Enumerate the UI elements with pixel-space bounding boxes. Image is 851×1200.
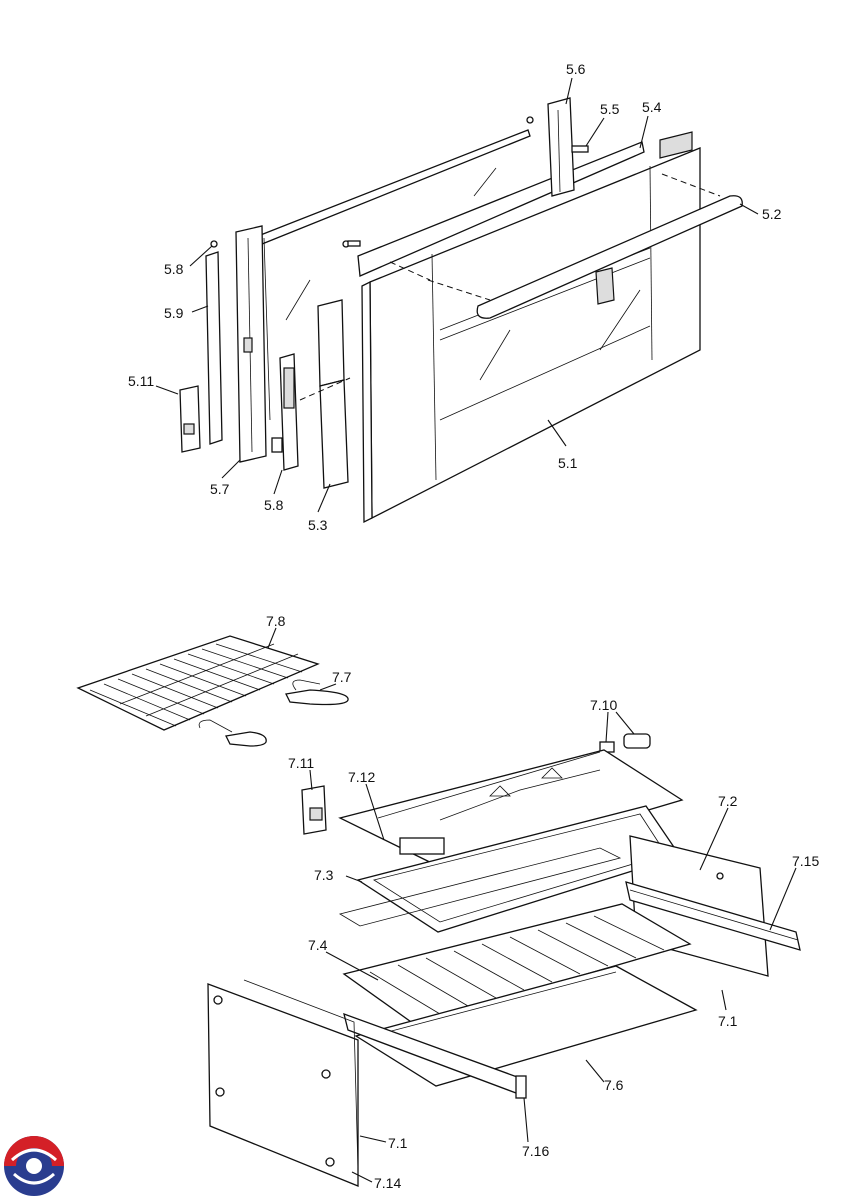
label-7-2: 7.2 bbox=[718, 793, 738, 809]
brand-logo bbox=[4, 1136, 64, 1196]
door-handle bbox=[476, 195, 743, 319]
door-assembly: 5.6 5.5 5.4 5.2 5.8 5.9 5.11 5.7 5.8 5.3… bbox=[128, 61, 782, 533]
label-7-11: 7.11 bbox=[288, 755, 314, 771]
hinge-bracket-5-6 bbox=[547, 97, 615, 305]
spit-knobs-7-10 bbox=[599, 733, 651, 753]
vent-block-5-3 bbox=[299, 299, 351, 489]
screw-5-8-top bbox=[210, 240, 218, 248]
front-rail-7-16 bbox=[343, 1012, 527, 1099]
latch-5-11 bbox=[179, 385, 201, 453]
wire-shelf-7-4 bbox=[338, 847, 692, 1025]
label-5-8-bottom: 5.8 bbox=[264, 497, 284, 513]
label-5-1: 5.1 bbox=[558, 455, 578, 471]
label-5-7: 5.7 bbox=[210, 481, 230, 497]
label-7-8: 7.8 bbox=[266, 613, 286, 629]
label-5-4: 5.4 bbox=[642, 99, 662, 115]
side-rail-7-15 bbox=[625, 881, 801, 951]
label-7-10: 7.10 bbox=[590, 697, 617, 713]
label-7-7: 7.7 bbox=[332, 669, 352, 685]
label-7-6: 7.6 bbox=[604, 1077, 624, 1093]
label-5-8-top: 5.8 bbox=[164, 261, 184, 277]
label-7-12: 7.12 bbox=[348, 769, 375, 785]
label-5-6: 5.6 bbox=[566, 61, 586, 77]
spit-motor-7-11 bbox=[301, 785, 327, 835]
label-5-5: 5.5 bbox=[600, 101, 620, 117]
label-5-3: 5.3 bbox=[308, 517, 328, 533]
screw-5-5 bbox=[342, 116, 589, 248]
hinge-5-8 bbox=[271, 353, 299, 471]
label-7-3: 7.3 bbox=[314, 867, 334, 883]
label-5-11: 5.11 bbox=[128, 373, 154, 389]
grill-handle-7-7 bbox=[198, 679, 349, 747]
door-panel-5-1 bbox=[361, 147, 743, 524]
wire-grill-7-8 bbox=[76, 635, 320, 731]
label-5-2: 5.2 bbox=[762, 206, 782, 222]
side-panel-7-14 bbox=[207, 979, 359, 1187]
rotisserie-frame-7-12 bbox=[338, 749, 684, 871]
seal-strip-5-9 bbox=[205, 251, 223, 445]
oven-assembly: 7.8 7.7 7.10 7.11 7.12 7.2 7.15 7.3 7.4 … bbox=[76, 613, 819, 1191]
label-7-15: 7.15 bbox=[792, 853, 819, 869]
label-7-16: 7.16 bbox=[522, 1143, 549, 1159]
side-frame-5-7 bbox=[235, 225, 267, 463]
label-7-1-left: 7.1 bbox=[388, 1135, 408, 1151]
label-7-4: 7.4 bbox=[308, 937, 328, 953]
label-7-14: 7.14 bbox=[374, 1175, 401, 1191]
label-5-9: 5.9 bbox=[164, 305, 184, 321]
label-7-1-right: 7.1 bbox=[718, 1013, 738, 1029]
